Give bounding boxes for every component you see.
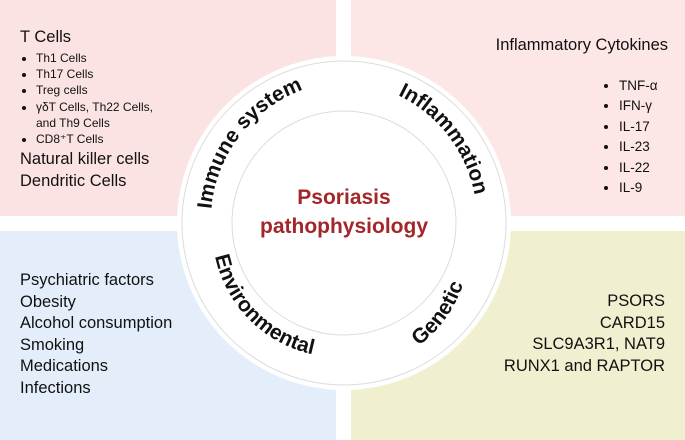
horizontal-divider [0,216,685,231]
list-item: CD8⁺T Cells [36,131,153,147]
list-item: Medications [20,357,109,375]
list-item: PSORS [607,292,665,310]
list-item: Th17 Cells [36,66,153,82]
list-item: Smoking [20,335,85,354]
list-item: Infections [20,378,91,397]
immune-other-cells: Natural killer cells Dendritic Cells [20,149,149,192]
t-cells-heading: T Cells [20,28,72,46]
list-item: SLC9A3R1, NAT9 [532,335,665,353]
list-item: IL-22 [619,158,658,178]
list-item: Obesity [20,292,76,311]
list-item: IL-17 [619,117,658,137]
list-item: γδT Cells, Th22 Cells, [36,99,153,115]
list-item: Alcohol consumption [20,314,173,332]
list-item: Psychiatric factors [20,271,154,289]
list-item: and Th9 Cells [36,115,110,130]
list-item: Th1 Cells [36,50,153,66]
environmental-list: Psychiatric factors Obesity Alcohol cons… [20,270,172,399]
center-title-line1: Psoriasis [297,186,391,209]
cytokines-heading: Inflammatory Cytokines [495,36,668,54]
list-item: IFN-γ [619,96,658,116]
cytokines-list: TNF-α IFN-γ IL-17 IL-23 IL-22 IL-9 [605,76,658,198]
list-item: IL-9 [619,178,658,198]
segment-ring [181,60,507,386]
list-item: TNF-α [619,76,658,96]
list-item: Treg cells [36,82,153,98]
t-cells-list: Th1 Cells Th17 Cells Treg cells γδT Cell… [22,50,153,147]
genetic-list: PSORS CARD15 SLC9A3R1, NAT9 RUNX1 and RA… [440,291,665,377]
list-item: CARD15 [599,313,665,332]
center-title: Psoriasis pathophysiology [229,183,459,241]
center-title-line2: pathophysiology [260,215,428,238]
center-ring [231,110,457,336]
list-item: RUNX1 and RAPTOR [503,356,665,375]
list-item: IL-23 [619,137,658,157]
list-item: Dendritic Cells [20,171,127,190]
list-item: Natural killer cells [20,150,150,168]
